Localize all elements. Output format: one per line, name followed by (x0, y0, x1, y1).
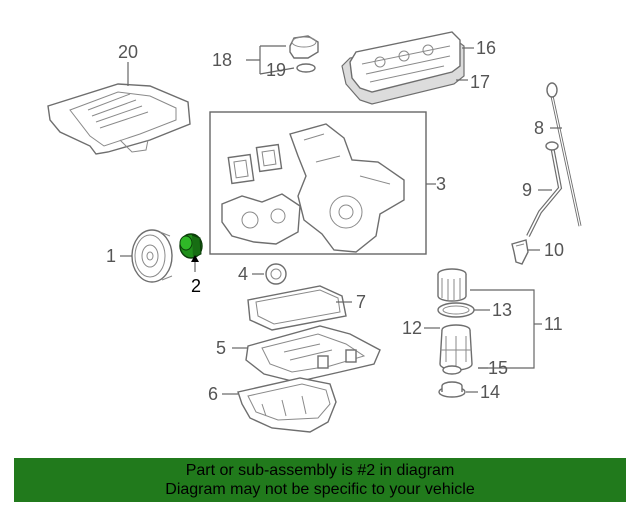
valve-cover-part[interactable] (341, 31, 465, 105)
bracket-11 (470, 289, 535, 369)
dipstick-tube-part[interactable] (526, 141, 563, 237)
oil-pan-gasket-part[interactable] (247, 285, 347, 331)
timing-cover-part[interactable] (289, 123, 405, 253)
callout-8[interactable]: 8 (534, 118, 544, 138)
lower-oil-pan-part[interactable] (237, 377, 337, 433)
callout-19[interactable]: 19 (266, 60, 286, 80)
callout-2[interactable]: 2 (191, 276, 201, 296)
callout-14[interactable]: 14 (480, 382, 500, 402)
banner-line-part-number: Part or sub-assembly is #2 in diagram (185, 462, 455, 479)
oil-filler-cap-part[interactable] (289, 35, 319, 59)
callout-5[interactable]: 5 (216, 338, 226, 358)
timing-gasket-parts[interactable] (227, 143, 283, 185)
callout-3[interactable]: 3 (436, 174, 446, 194)
upper-oil-pan-part[interactable] (245, 325, 381, 383)
callout-10[interactable]: 10 (544, 240, 564, 260)
callout-12[interactable]: 12 (402, 318, 422, 338)
filter-housing-cap-part[interactable] (439, 324, 473, 371)
callout-18[interactable]: 18 (212, 50, 232, 70)
leader-2-arrow (191, 255, 199, 262)
banner-line-disclaimer: Diagram may not be specific to your vehi… (165, 481, 475, 498)
callout-4[interactable]: 4 (238, 264, 248, 284)
crankshaft-pulley-part[interactable] (131, 229, 173, 283)
filler-cap-gasket-part[interactable] (296, 63, 316, 73)
callout-15[interactable]: 15 (488, 358, 508, 378)
parts-diagram: 20 18 19 16 17 3 (47, 31, 582, 433)
engine-cover-part[interactable] (47, 83, 191, 155)
callout-16[interactable]: 16 (476, 38, 496, 58)
water-pump-housing-part[interactable] (221, 193, 301, 245)
timing-cover-kit-box (209, 111, 427, 255)
drain-oring-part[interactable] (442, 365, 462, 375)
callout-7[interactable]: 7 (356, 292, 366, 312)
oil-sensor-part[interactable] (511, 239, 529, 265)
callout-1[interactable]: 1 (106, 246, 116, 266)
pulley-bolt-part-highlighted[interactable] (179, 233, 203, 259)
callout-6[interactable]: 6 (208, 384, 218, 404)
crankshaft-seal-part[interactable] (265, 263, 287, 285)
callout-13[interactable]: 13 (492, 300, 512, 320)
part-info-banner: Part or sub-assembly is #2 in diagram Di… (14, 458, 626, 502)
callout-20[interactable]: 20 (118, 42, 138, 62)
dipstick-part[interactable] (546, 82, 582, 227)
oil-filter-element-part[interactable] (437, 268, 467, 302)
callout-17[interactable]: 17 (470, 72, 490, 92)
callout-11[interactable]: 11 (544, 314, 563, 334)
leader-18-19 (246, 45, 295, 75)
callout-9[interactable]: 9 (522, 180, 532, 200)
drain-plug-part[interactable] (438, 381, 466, 398)
